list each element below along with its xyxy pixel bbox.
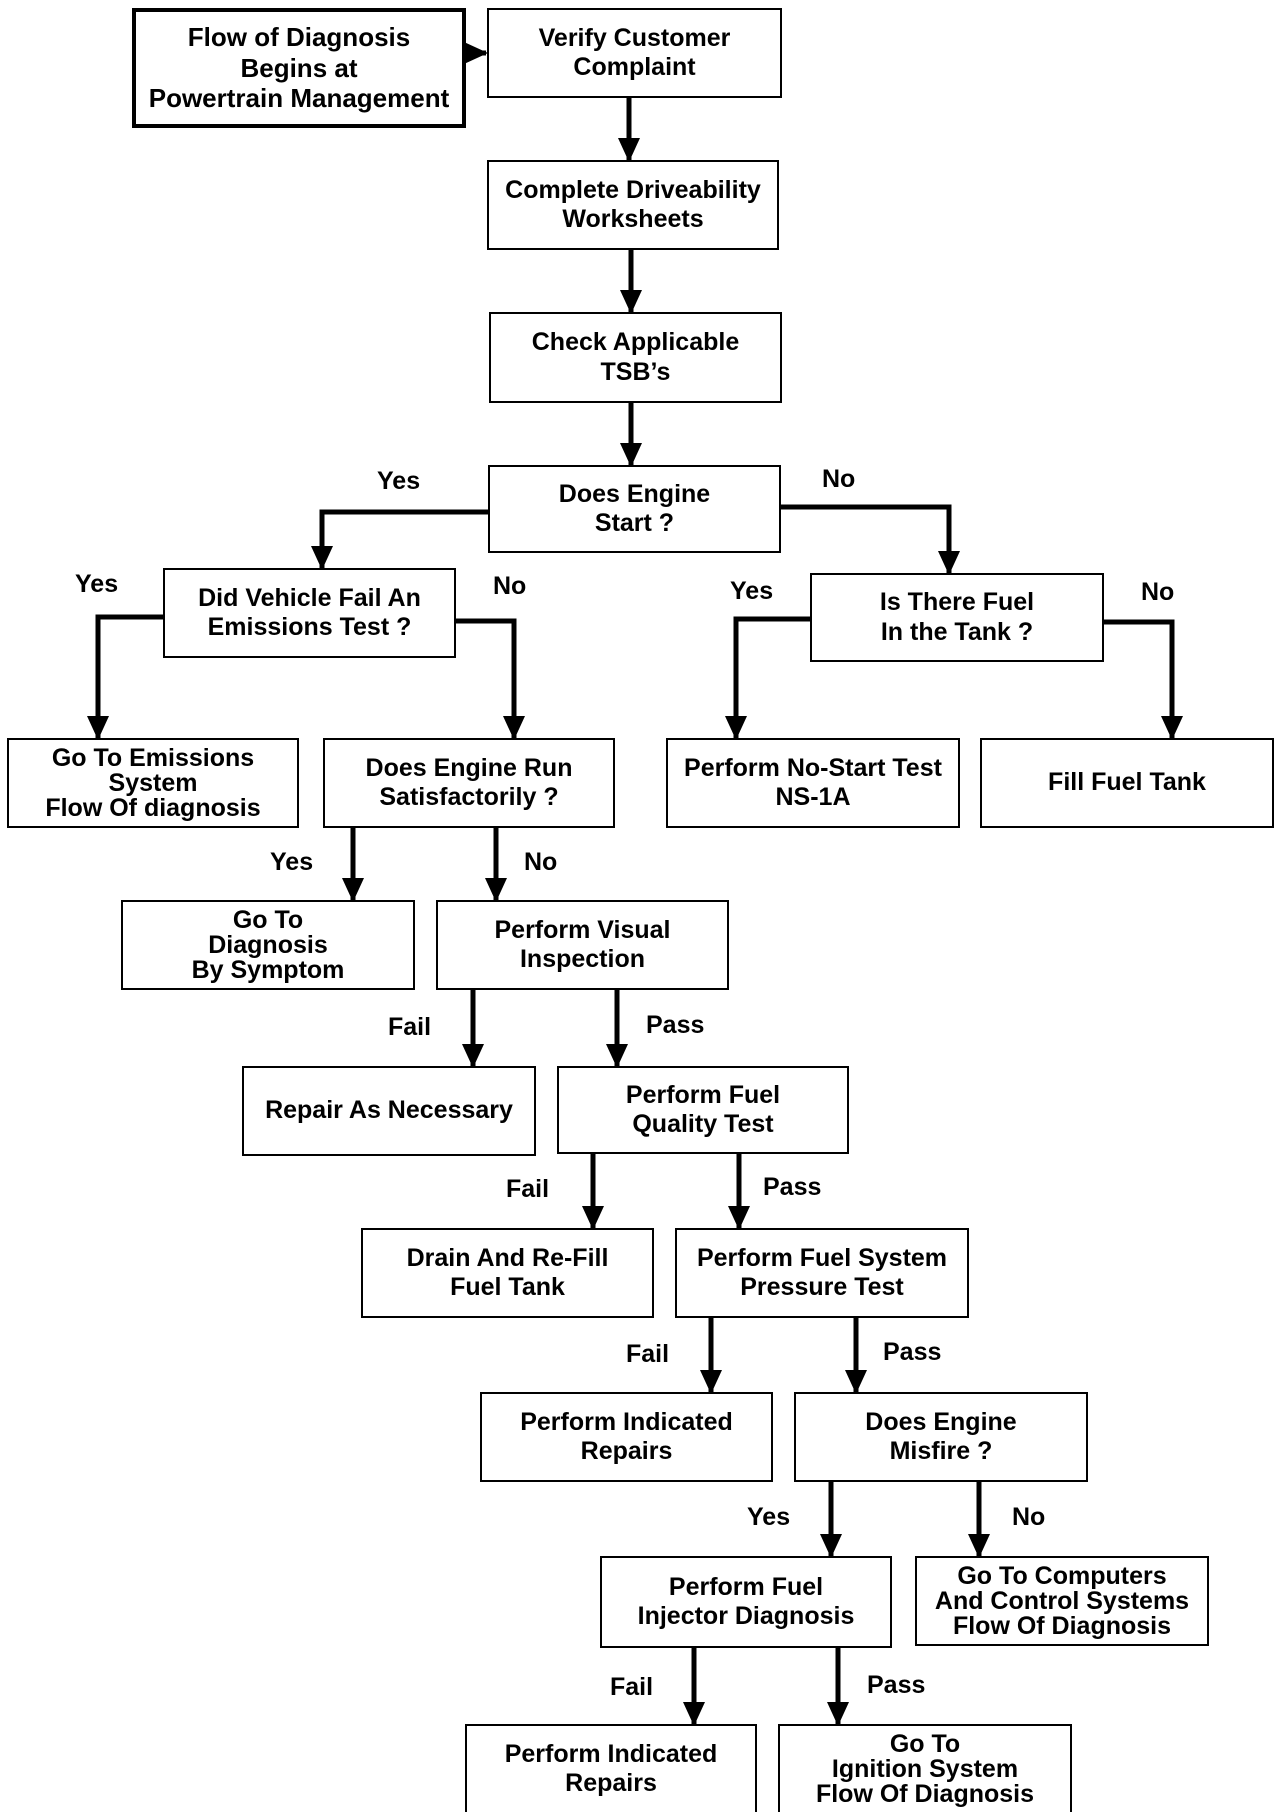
worksheets-box: Complete Driveability Worksheets [487, 160, 779, 250]
fill-fuel-tank-box: Fill Fuel Tank [980, 738, 1274, 828]
visual-inspection-label: Perform Visual Inspection [494, 915, 671, 974]
injector-diagnosis-box: Perform Fuel Injector Diagnosis [600, 1556, 892, 1648]
no-start-test-label: Perform No-Start Test NS-1A [684, 753, 942, 812]
emissions-flow-label: Go To Emissions System Flow Of diagnosis [45, 743, 261, 822]
computers-flow-box: Go To Computers And Control Systems Flow… [915, 1556, 1209, 1646]
fuel-in-tank-label: Is There Fuel In the Tank ? [879, 588, 1035, 646]
no-start-test-box: Perform No-Start Test NS-1A [666, 738, 960, 828]
edge-label-fuel-yes: Yes [730, 577, 774, 605]
fuel-pressure-label: Perform Fuel System Pressure Test [696, 1243, 948, 1302]
fuel-quality-box: Perform Fuel Quality Test [557, 1066, 849, 1154]
run-satisfactorily-decision: Does Engine Run Satisfactorily ? [323, 738, 615, 828]
ignition-flow-box: Go To Ignition System Flow Of Diagnosis [778, 1724, 1072, 1812]
verify-complaint-label: Verify Customer Complaint [538, 23, 731, 82]
check-tsb-box: Check Applicable TSB’s [489, 312, 782, 403]
arrow-enginestart-no [781, 504, 960, 575]
worksheets-label: Complete Driveability Worksheets [505, 175, 761, 234]
arrow-emissions-no [455, 618, 525, 740]
fuel-pressure-box: Perform Fuel System Pressure Test [675, 1228, 969, 1318]
drain-refill-box: Drain And Re-Fill Fuel Tank [361, 1228, 654, 1318]
edge-label-misfire-yes: Yes [747, 1503, 791, 1531]
fuel-in-tank-decision: Is There Fuel In the Tank ? [810, 573, 1104, 662]
drain-refill-label: Drain And Re-Fill Fuel Tank [406, 1243, 609, 1302]
indicated-repairs-label-2: Perform Indicated Repairs [504, 1739, 718, 1798]
edge-label-injector-pass: Pass [867, 1671, 926, 1699]
injector-diagnosis-label: Perform Fuel Injector Diagnosis [637, 1572, 855, 1631]
start-box: Flow of Diagnosis Begins at Powertrain M… [132, 8, 466, 128]
check-tsb-label: Check Applicable TSB’s [531, 328, 740, 386]
indicated-repairs-box-1: Perform Indicated Repairs [480, 1392, 773, 1482]
emissions-test-decision: Did Vehicle Fail An Emissions Test ? [163, 568, 456, 658]
diagnosis-by-symptom-box: Go To Diagnosis By Symptom [121, 900, 415, 990]
edge-label-start-no: No [822, 465, 856, 493]
fill-fuel-tank-label: Fill Fuel Tank [1048, 768, 1206, 797]
indicated-repairs-box-2: Perform Indicated Repairs [465, 1724, 757, 1812]
engine-start-label: Does Engine Start ? [558, 479, 711, 538]
edge-label-quality-pass: Pass [763, 1173, 822, 1201]
emissions-test-label: Did Vehicle Fail An Emissions Test ? [198, 583, 421, 642]
edge-label-visual-fail: Fail [388, 1013, 432, 1041]
emissions-flow-box: Go To Emissions System Flow Of diagnosis [7, 738, 299, 828]
edge-label-injector-fail: Fail [610, 1673, 654, 1701]
repair-necessary-label: Repair As Necessary [265, 1096, 513, 1125]
edge-label-misfire-no: No [1012, 1503, 1046, 1531]
ignition-flow-label: Go To Ignition System Flow Of Diagnosis [815, 1729, 1035, 1808]
visual-inspection-box: Perform Visual Inspection [436, 900, 729, 990]
indicated-repairs-label-1: Perform Indicated Repairs [520, 1407, 733, 1466]
fuel-quality-label: Perform Fuel Quality Test [625, 1080, 781, 1139]
diagnosis-by-symptom-label: Go To Diagnosis By Symptom [191, 905, 345, 984]
arrow-enginestart-yes [311, 509, 488, 570]
edge-label-pressure-fail: Fail [626, 1340, 670, 1368]
run-satisfactorily-label: Does Engine Run Satisfactorily ? [365, 753, 573, 812]
repair-necessary-box: Repair As Necessary [242, 1066, 536, 1156]
edge-label-fuel-no: No [1141, 578, 1175, 606]
edge-label-emissions-yes: Yes [75, 570, 119, 598]
computers-flow-label: Go To Computers And Control Systems Flow… [934, 1561, 1190, 1640]
engine-start-decision: Does Engine Start ? [488, 465, 781, 553]
arrow-emissions-yes [87, 614, 163, 740]
start-label: Flow of Diagnosis Begins at Powertrain M… [148, 21, 450, 114]
verify-complaint-box: Verify Customer Complaint [487, 8, 782, 98]
arrow-fuel-yes [725, 616, 810, 740]
misfire-label: Does Engine Misfire ? [865, 1407, 1017, 1466]
misfire-decision: Does Engine Misfire ? [794, 1392, 1088, 1482]
edge-label-start-yes: Yes [377, 467, 421, 495]
edge-label-visual-pass: Pass [646, 1011, 705, 1039]
arrow-fuel-no [1104, 619, 1183, 740]
edge-label-run-yes: Yes [270, 848, 314, 876]
edge-label-pressure-pass: Pass [883, 1338, 942, 1366]
edge-label-quality-fail: Fail [506, 1175, 550, 1203]
edge-label-run-no: No [524, 848, 558, 876]
edge-label-emissions-no: No [493, 572, 527, 600]
